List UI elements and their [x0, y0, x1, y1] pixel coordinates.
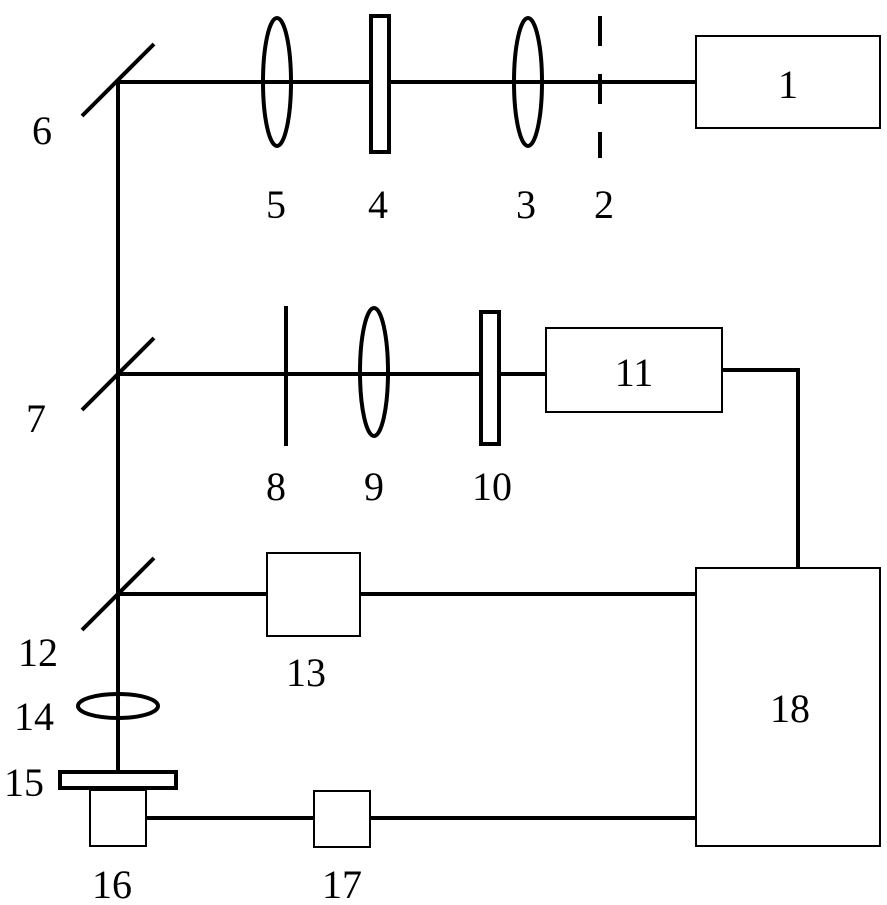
- label-2: 2: [594, 182, 614, 227]
- label-13: 13: [286, 650, 326, 695]
- label-18: 18: [770, 686, 810, 731]
- lens-9: [358, 306, 390, 438]
- label-11: 11: [615, 350, 654, 395]
- component-17-box: [313, 790, 371, 848]
- label-17: 17: [322, 862, 362, 905]
- mirror-12: [80, 556, 156, 632]
- plate-15: [58, 770, 178, 790]
- label-9: 9: [364, 464, 384, 509]
- lens-5: [261, 16, 293, 148]
- component-11-box: [545, 327, 723, 413]
- plate-10: [479, 310, 501, 446]
- lens-3: [512, 16, 544, 148]
- label-16: 16: [92, 862, 132, 905]
- label-8: 8: [266, 464, 286, 509]
- label-3: 3: [516, 182, 536, 227]
- label-1: 1: [778, 62, 798, 107]
- label-7: 7: [26, 396, 46, 441]
- lens-14: [76, 692, 160, 720]
- plate-4: [369, 14, 391, 154]
- label-14: 14: [14, 694, 54, 739]
- wire-11-to-18: [722, 368, 800, 568]
- mirror-6: [80, 42, 156, 118]
- label-5: 5: [266, 182, 286, 227]
- label-6: 6: [32, 108, 52, 153]
- component-16-box: [89, 789, 147, 847]
- component-18-box: [695, 567, 881, 847]
- label-15: 15: [4, 760, 44, 805]
- label-10: 10: [472, 464, 512, 509]
- label-12: 12: [18, 630, 58, 675]
- mirror-7: [80, 336, 156, 412]
- label-4: 4: [368, 182, 388, 227]
- component-1-box: [695, 35, 881, 129]
- component-13-box: [266, 552, 361, 637]
